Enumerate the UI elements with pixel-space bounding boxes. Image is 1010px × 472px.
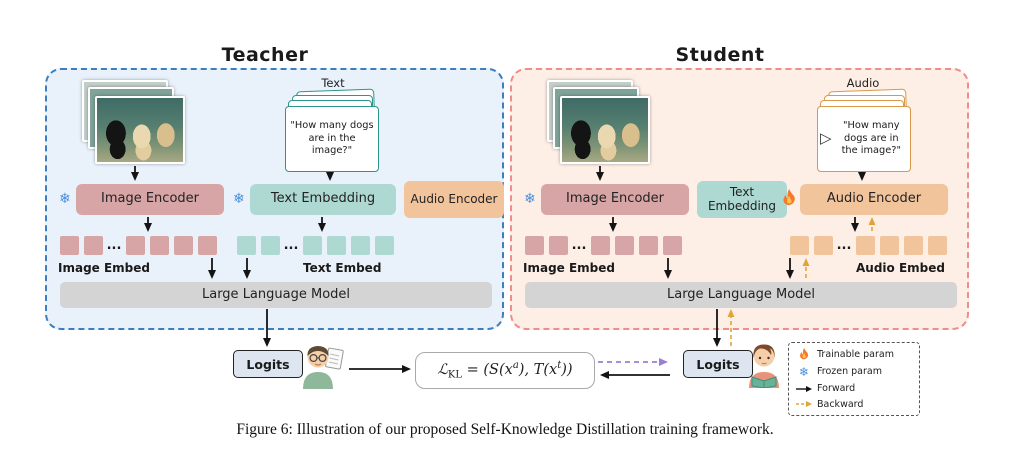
snowflake-icon: ❄ — [233, 191, 245, 207]
legend-item-trainable: Trainable param — [796, 348, 912, 360]
embed-square — [150, 236, 169, 255]
embed-square — [615, 236, 634, 255]
legend-item-backward: Backward — [796, 399, 912, 410]
embed-square — [237, 236, 256, 255]
embed-square — [375, 236, 394, 255]
kl-loss-formula: ℒKL = (S(xa), T(xt)) — [415, 352, 595, 389]
text-modality-label: Text — [321, 76, 345, 90]
embed-square — [790, 236, 809, 255]
prompt-text: "How many dogs are in the image?" — [841, 119, 901, 157]
embed-square — [856, 236, 875, 255]
student-text-embedding: Text Embedding — [697, 181, 787, 218]
embed-square — [174, 236, 193, 255]
embed-square — [60, 236, 79, 255]
embed-square — [198, 236, 217, 255]
student-llm: Large Language Model — [525, 282, 957, 308]
teacher-image-embed-label: Image Embed — [58, 261, 150, 275]
embed-square — [327, 236, 346, 255]
student-image-encoder: Image Encoder — [541, 184, 689, 215]
embed-square — [904, 236, 923, 255]
dogs-photo — [95, 96, 185, 164]
embed-square — [814, 236, 833, 255]
embed-square — [126, 236, 145, 255]
student-audio-encoder: Audio Encoder — [800, 184, 948, 215]
ellipsis: ... — [283, 238, 299, 253]
legend: Trainable param ❄ Frozen param Forward B… — [788, 342, 920, 416]
embed-square — [928, 236, 947, 255]
flame-icon — [783, 189, 795, 206]
legend-item-frozen: ❄ Frozen param — [796, 365, 912, 379]
snowflake-icon: ❄ — [798, 364, 810, 379]
legend-label: Forward — [817, 383, 856, 395]
legend-label: Trainable param — [817, 348, 894, 360]
dogs-photo — [560, 96, 650, 164]
student-audio-cards: ▷ "How many dogs are in the image?" — [817, 88, 917, 172]
ellipsis: ... — [106, 238, 122, 253]
teacher-audio-encoder: Audio Encoder — [404, 181, 504, 218]
teacher-text-cards: "How many dogs are in the image?" — [285, 88, 385, 172]
audio-prompt-card: ▷ "How many dogs are in the image?" — [817, 106, 911, 172]
student-title: Student — [675, 44, 765, 66]
teacher-llm: Large Language Model — [60, 282, 492, 308]
embed-square — [303, 236, 322, 255]
text-prompt-card: "How many dogs are in the image?" — [285, 106, 379, 172]
play-icon: ▷ — [820, 129, 832, 148]
embed-square — [549, 236, 568, 255]
teacher-character — [303, 346, 344, 389]
teacher-logits: Logits — [233, 350, 303, 378]
embed-square — [663, 236, 682, 255]
audio-modality-label: Audio — [846, 76, 880, 90]
embed-square — [84, 236, 103, 255]
embed-square — [880, 236, 899, 255]
student-audio-embed-label: Audio Embed — [856, 261, 945, 275]
formula-text: ℒKL = (S(xa), T(xt)) — [437, 360, 573, 381]
legend-label: Backward — [817, 398, 864, 410]
teacher-text-embedding: Text Embedding — [250, 184, 396, 215]
embed-square — [351, 236, 370, 255]
prompt-text: "How many dogs are in the image?" — [290, 119, 374, 157]
snowflake-icon: ❄ — [524, 191, 536, 207]
embed-square — [591, 236, 610, 255]
forward-arrow-icon — [796, 385, 812, 393]
student-dog-images — [547, 80, 651, 166]
teacher-dog-images — [82, 80, 186, 166]
student-character — [749, 344, 779, 388]
student-logits: Logits — [683, 350, 753, 378]
backward-arrow-icon — [796, 400, 812, 408]
embed-square — [261, 236, 280, 255]
flame-icon — [796, 348, 812, 360]
student-image-embed-label: Image Embed — [523, 261, 615, 275]
legend-item-forward: Forward — [796, 383, 912, 394]
teacher-title: Teacher — [221, 44, 309, 66]
figure-caption: Figure 6: Illustration of our proposed S… — [236, 421, 774, 438]
teacher-image-encoder: Image Encoder — [76, 184, 224, 215]
teacher-text-embed-label: Text Embed — [303, 261, 382, 275]
snowflake-icon: ❄ — [59, 191, 71, 207]
legend-label: Frozen param — [817, 366, 882, 378]
ellipsis: ... — [571, 238, 587, 253]
embed-square — [639, 236, 658, 255]
ellipsis: ... — [836, 238, 852, 253]
embed-square — [525, 236, 544, 255]
